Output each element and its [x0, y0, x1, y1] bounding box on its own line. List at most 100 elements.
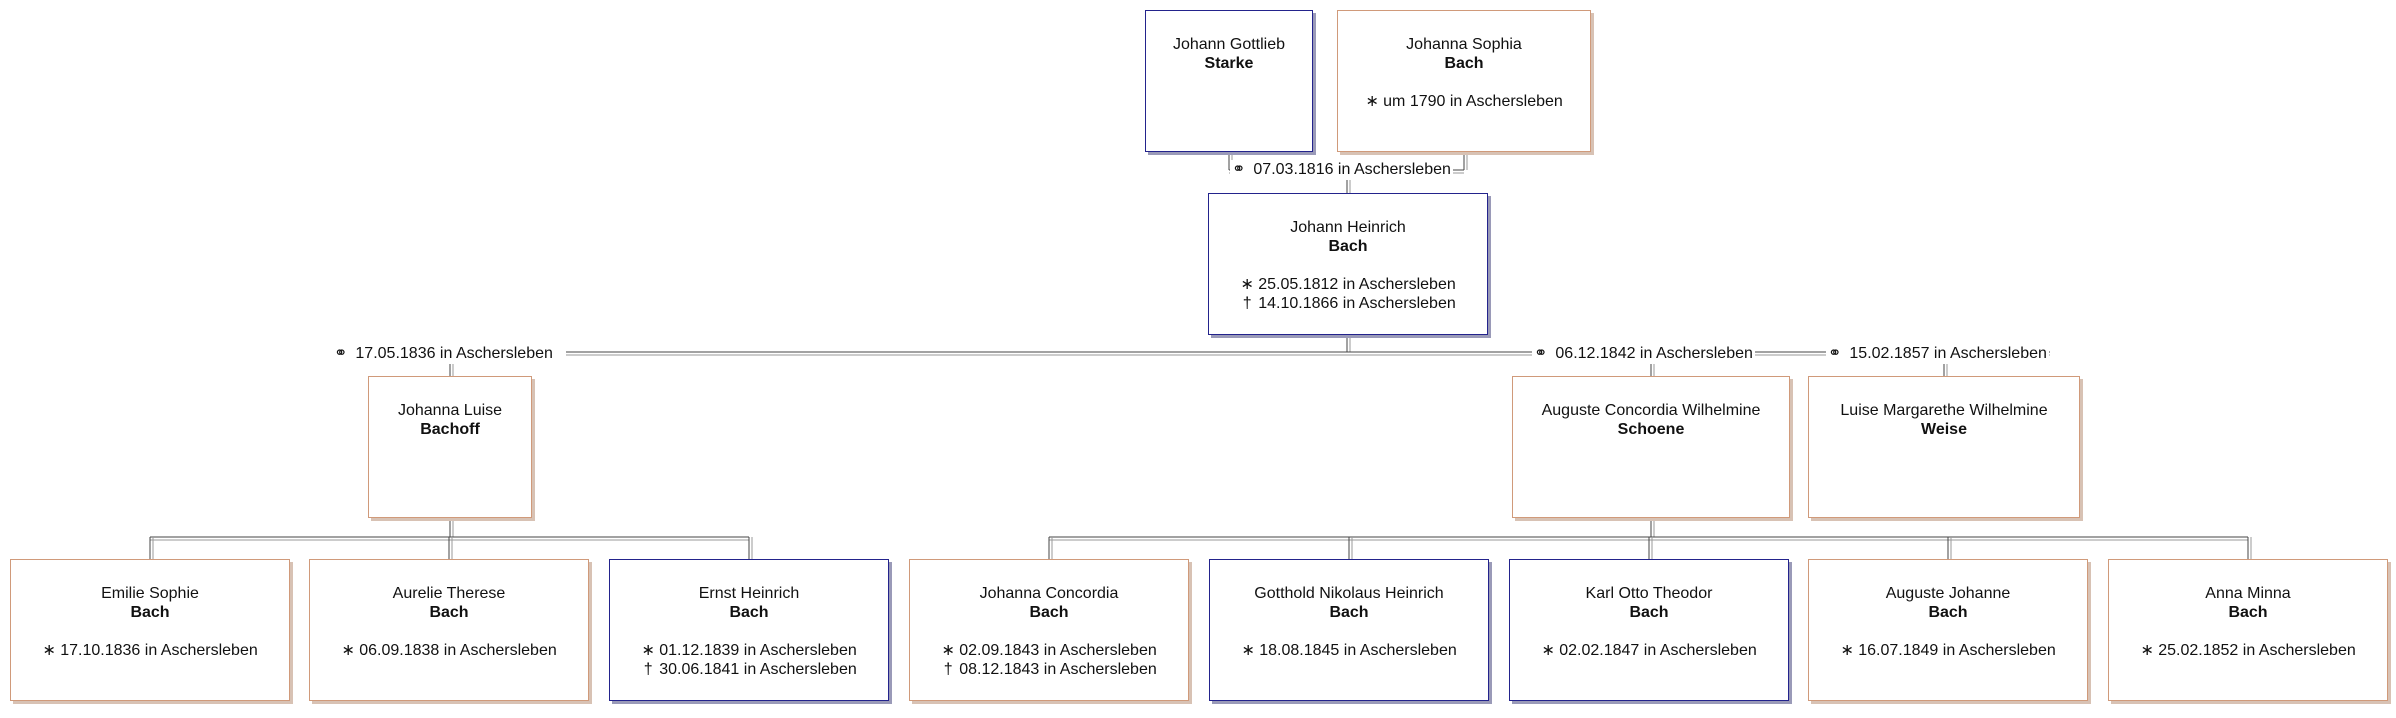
birth-event: ∗18.08.1845 in Aschersleben: [1241, 641, 1457, 660]
given-name: Johanna Luise: [397, 402, 503, 419]
surname: Bach: [729, 604, 769, 621]
birth-event: ∗25.05.1812 in Aschersleben: [1240, 275, 1456, 294]
marriage-label: ⚭ 15.02.1857 in Aschersleben: [1826, 344, 2049, 364]
birth-text: 25.05.1812 in Aschersleben: [1258, 276, 1456, 293]
life-events: ∗01.12.1839 in Aschersleben†30.06.1841 i…: [641, 641, 857, 679]
marriage-label: ⚭17.05.1836 in Aschersleben: [332, 344, 555, 364]
birth-icon: ∗: [2140, 642, 2154, 659]
birth-event: ∗um 1790 in Aschersleben: [1365, 92, 1563, 111]
birth-icon: ∗: [941, 642, 955, 659]
life-events: ∗um 1790 in Aschersleben: [1365, 92, 1563, 111]
surname: Bach: [1928, 604, 1968, 621]
life-events: ∗17.10.1836 in Aschersleben: [42, 641, 258, 660]
birth-text: 01.12.1839 in Aschersleben: [659, 642, 857, 659]
birth-icon: ∗: [42, 642, 56, 659]
birth-icon: ∗: [641, 642, 655, 659]
marriage-label: ⚭ 07.03.1816 in Aschersleben: [1230, 160, 1453, 180]
birth-event: ∗01.12.1839 in Aschersleben: [641, 641, 857, 660]
given-name: Karl Otto Theodor: [1585, 585, 1713, 602]
death-text: 30.06.1841 in Aschersleben: [659, 661, 857, 678]
surname: Bach: [1328, 238, 1368, 255]
birth-icon: ∗: [1840, 642, 1854, 659]
marriage-date-place: 07.03.1816 in Aschersleben: [1253, 161, 1451, 178]
surname: Bach: [429, 604, 469, 621]
birth-icon: ∗: [1365, 93, 1379, 110]
given-name: Ernst Heinrich: [698, 585, 800, 602]
surname: Bach: [1329, 604, 1369, 621]
life-events: ∗25.05.1812 in Aschersleben†14.10.1866 i…: [1240, 275, 1456, 313]
life-events: ∗02.02.1847 in Aschersleben: [1541, 641, 1757, 660]
surname: Weise: [1921, 421, 1967, 438]
death-icon: †: [1242, 295, 1252, 312]
birth-icon: ∗: [1240, 276, 1254, 293]
death-event: † 30.06.1841 in Aschersleben: [641, 660, 857, 679]
given-name: Johann Heinrich: [1290, 219, 1406, 236]
birth-text: 16.07.1849 in Aschersleben: [1858, 642, 2056, 659]
death-text: 14.10.1866 in Aschersleben: [1258, 295, 1456, 312]
death-event: † 08.12.1843 in Aschersleben: [941, 660, 1157, 679]
given-name: Johann Gottlieb: [1172, 36, 1286, 53]
marriage-rings-icon: ⚭: [334, 345, 348, 362]
birth-icon: ∗: [1241, 642, 1255, 659]
birth-text: 25.02.1852 in Aschersleben: [2158, 642, 2356, 659]
birth-event: ∗06.09.1838 in Aschersleben: [341, 641, 557, 660]
surname: Bach: [1444, 55, 1484, 72]
birth-icon: ∗: [341, 642, 355, 659]
birth-event: ∗02.09.1843 in Aschersleben: [941, 641, 1157, 660]
surname: Bach: [1029, 604, 1069, 621]
surname: Bach: [130, 604, 170, 621]
surname: Bach: [1629, 604, 1669, 621]
given-name: Luise Margarethe Wilhelmine: [1840, 402, 2048, 419]
given-name: Auguste Johanne: [1885, 585, 2011, 602]
birth-event: ∗17.10.1836 in Aschersleben: [42, 641, 258, 660]
given-name: Anna Minna: [2205, 585, 2291, 602]
birth-event: ∗02.02.1847 in Aschersleben: [1541, 641, 1757, 660]
birth-text: 02.02.1847 in Aschersleben: [1559, 642, 1757, 659]
birth-text: 17.10.1836 in Aschersleben: [60, 642, 258, 659]
death-icon: †: [943, 661, 953, 678]
surname: Schoene: [1617, 421, 1685, 438]
birth-text: 06.09.1838 in Aschersleben: [359, 642, 557, 659]
life-events: ∗16.07.1849 in Aschersleben: [1840, 641, 2056, 660]
marriage-date-place: 06.12.1842 in Aschersleben: [1555, 345, 1753, 362]
life-events: ∗06.09.1838 in Aschersleben: [341, 641, 557, 660]
life-events: ∗18.08.1845 in Aschersleben: [1241, 641, 1457, 660]
birth-text: 18.08.1845 in Aschersleben: [1259, 642, 1457, 659]
birth-text: 02.09.1843 in Aschersleben: [959, 642, 1157, 659]
given-name: Gotthold Nikolaus Heinrich: [1254, 585, 1444, 602]
birth-icon: ∗: [1541, 642, 1555, 659]
marriage-rings-icon: ⚭: [1534, 345, 1548, 362]
marriage-label: ⚭ 06.12.1842 in Aschersleben: [1532, 344, 1755, 364]
surname: Bachoff: [420, 421, 480, 438]
birth-text: um 1790 in Aschersleben: [1383, 93, 1563, 110]
life-events: ∗02.09.1843 in Aschersleben†08.12.1843 i…: [941, 641, 1157, 679]
surname: Starke: [1204, 55, 1254, 72]
life-events: ∗25.02.1852 in Aschersleben: [2140, 641, 2356, 660]
death-event: † 14.10.1866 in Aschersleben: [1240, 294, 1456, 313]
given-name: Aurelie Therese: [392, 585, 506, 602]
given-name: Auguste Concordia Wilhelmine: [1541, 402, 1761, 419]
marriage-date-place: 15.02.1857 in Aschersleben: [1849, 345, 2047, 362]
birth-event: ∗25.02.1852 in Aschersleben: [2140, 641, 2356, 660]
marriage-rings-icon: ⚭: [1232, 161, 1246, 178]
death-icon: †: [643, 661, 653, 678]
surname: Bach: [2228, 604, 2268, 621]
marriage-rings-icon: ⚭: [1828, 345, 1842, 362]
birth-event: ∗16.07.1849 in Aschersleben: [1840, 641, 2056, 660]
death-text: 08.12.1843 in Aschersleben: [959, 661, 1157, 678]
given-name: Johanna Sophia: [1406, 36, 1522, 53]
